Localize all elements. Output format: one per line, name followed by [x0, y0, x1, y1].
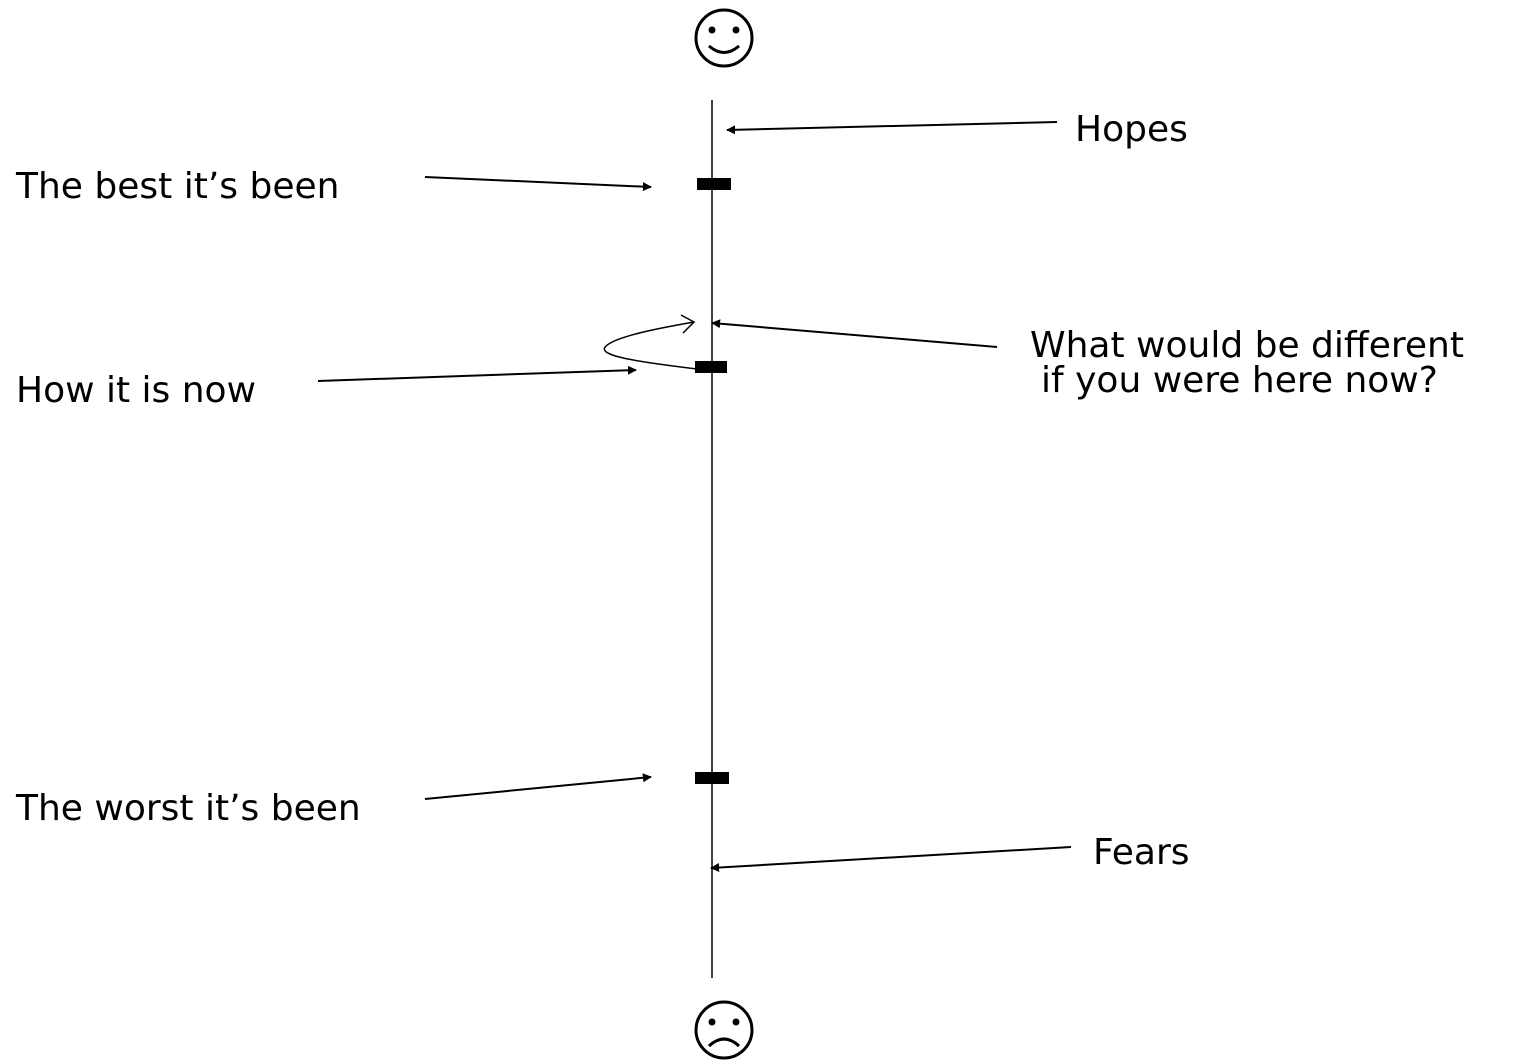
worst-label: The worst it’s been	[16, 788, 361, 829]
worst-marker	[695, 772, 729, 784]
loop-arrow	[603, 314, 698, 370]
best-label: The best it’s been	[16, 166, 340, 207]
hopes-label: Hopes	[1075, 109, 1188, 150]
fears-arrow	[710, 846, 1072, 873]
fears-label: Fears	[1093, 832, 1190, 873]
now-label: How it is now	[16, 370, 257, 411]
hopes-arrow	[726, 121, 1058, 135]
best-marker	[697, 178, 731, 190]
worst-arrow	[424, 773, 652, 800]
best-arrow	[424, 176, 652, 192]
now-arrow	[317, 365, 637, 382]
question-label-line1: What would be different	[1030, 325, 1464, 366]
frowning-face-icon	[694, 1000, 754, 1060]
now-marker	[695, 361, 727, 373]
question-label-line2: if you were here now?	[1041, 360, 1438, 401]
smiling-face-icon	[694, 8, 754, 68]
question-arrow	[711, 319, 998, 348]
